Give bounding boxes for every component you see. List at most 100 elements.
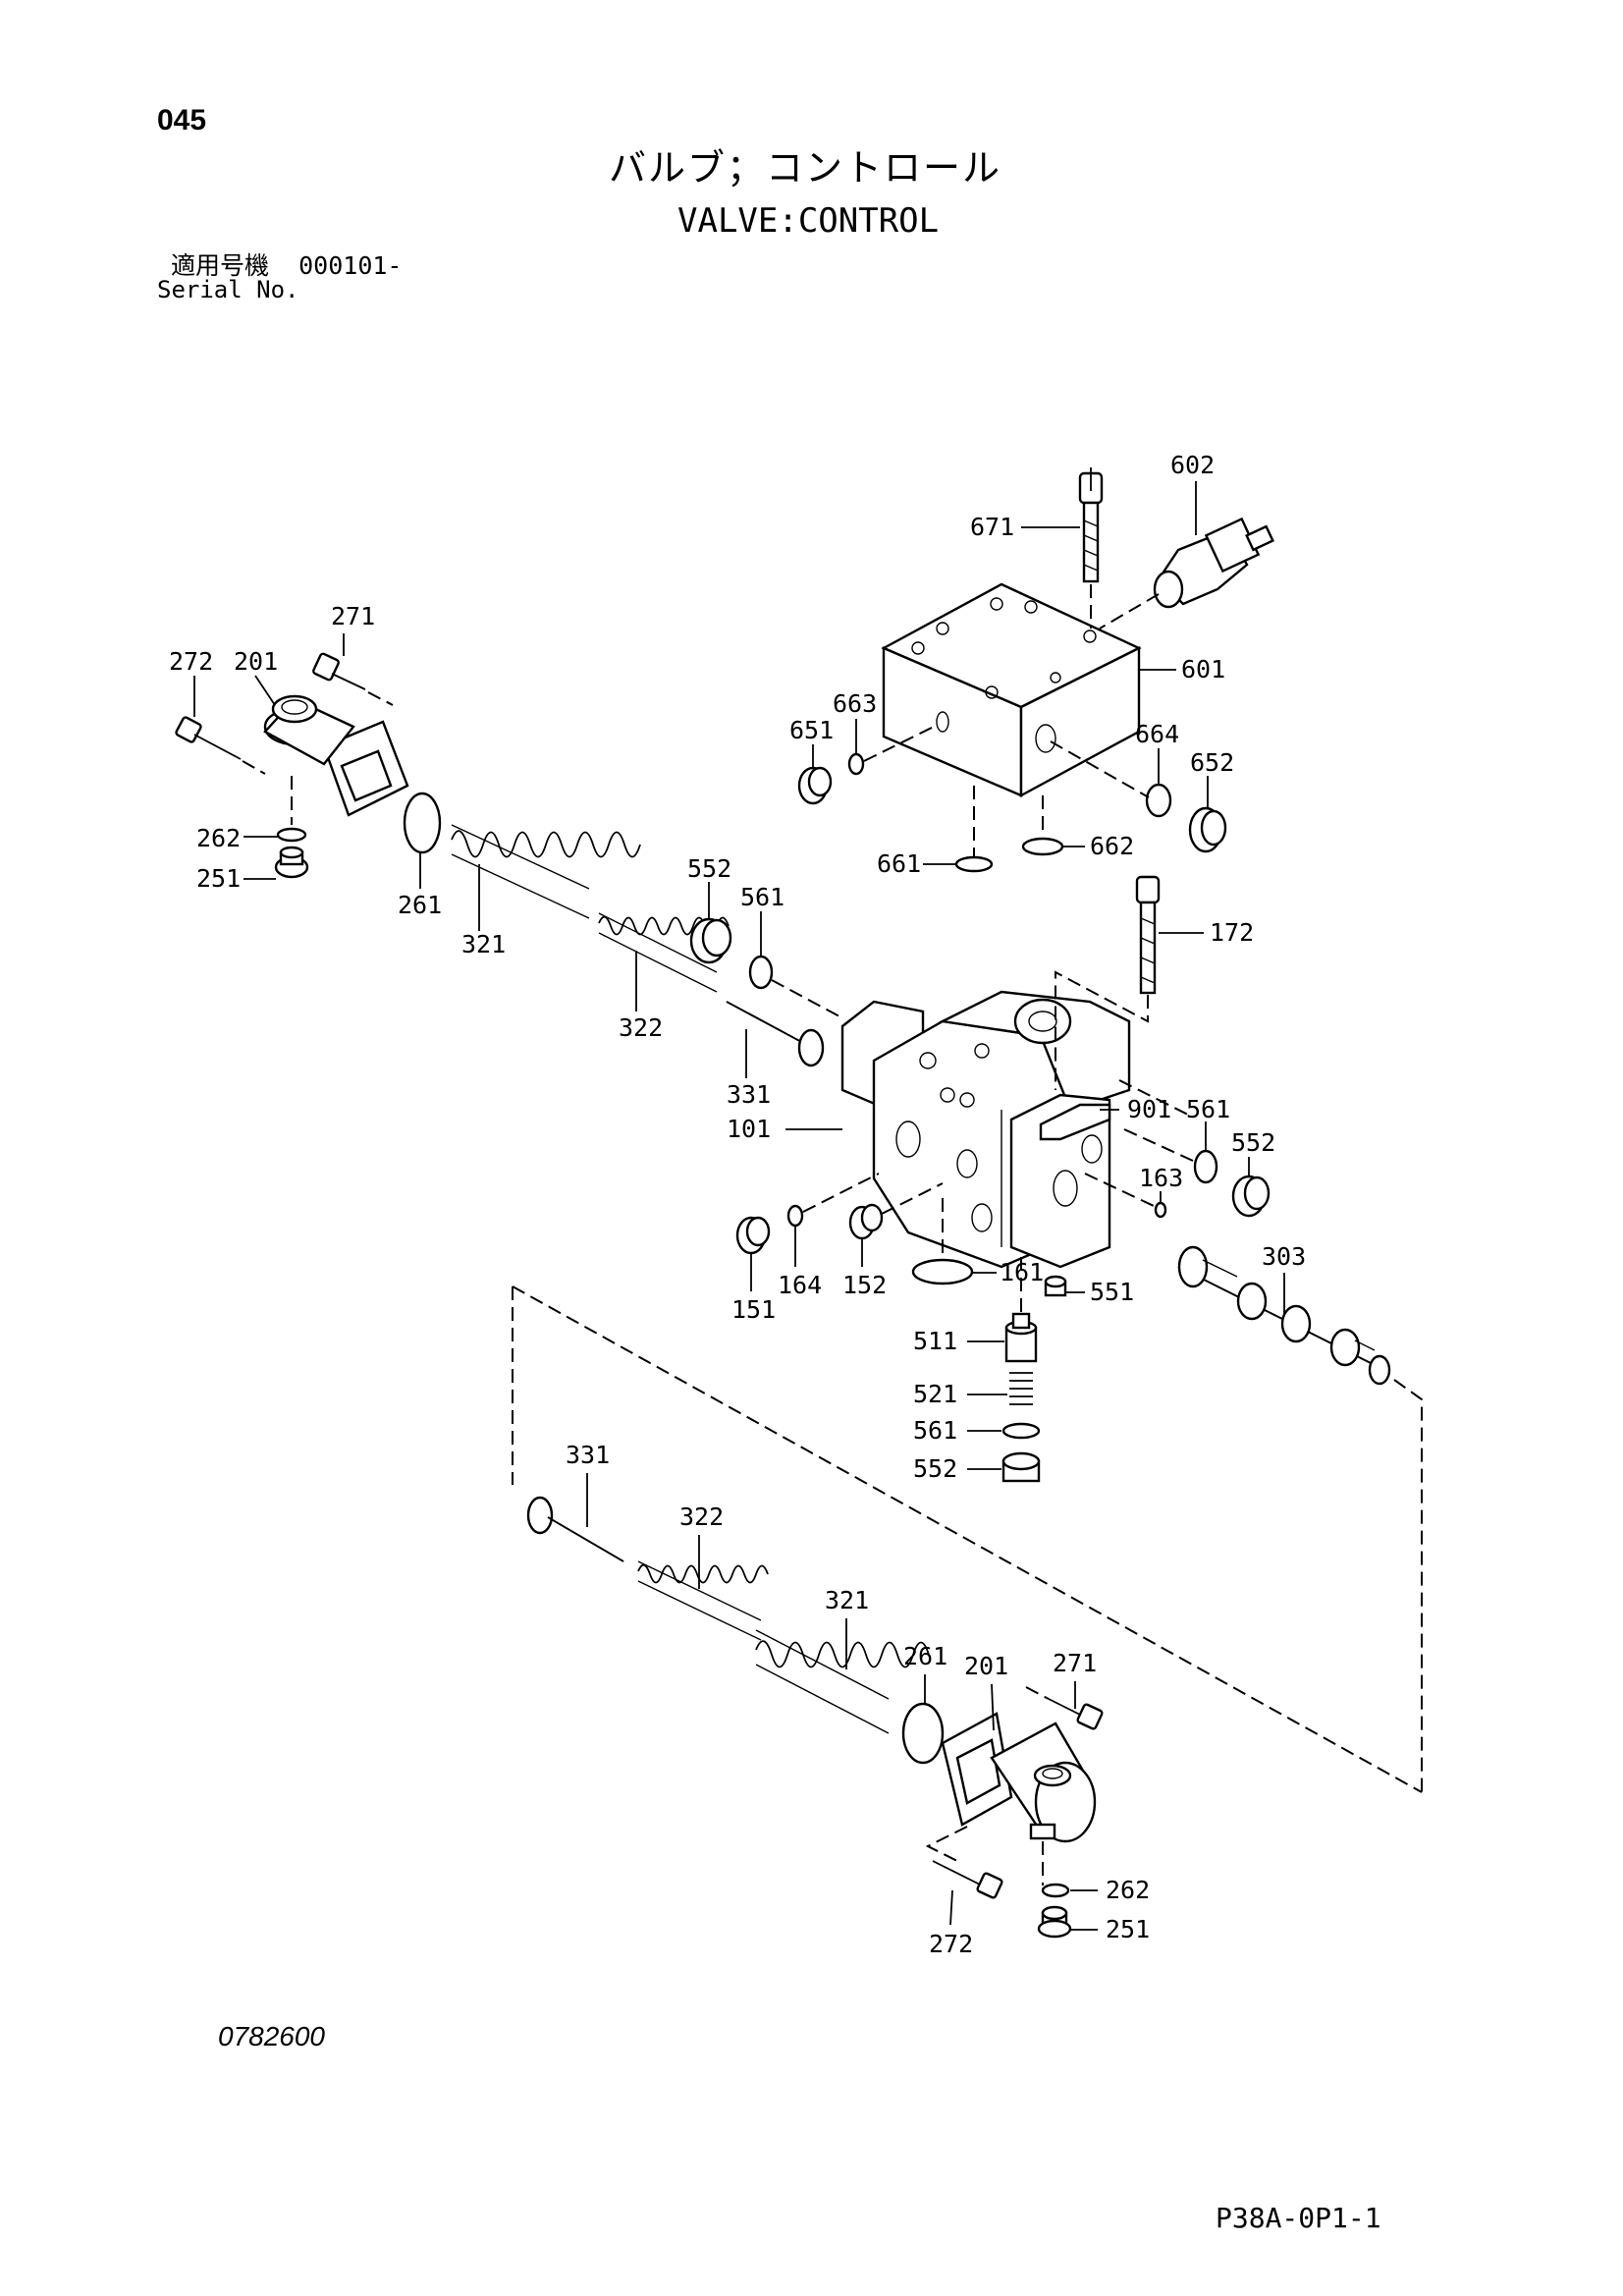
o-ring-262-upper bbox=[276, 827, 307, 843]
bolt-271-lower bbox=[1048, 1698, 1104, 1730]
callout-labels: 602 671 601 663 651 664 652 661 662 271 … bbox=[169, 451, 1306, 1958]
page-code: P38A-0P1-1 bbox=[1216, 2202, 1381, 2234]
callout-663: 663 bbox=[833, 689, 877, 718]
bolt-271-upper bbox=[312, 652, 366, 690]
bolt-172 bbox=[1135, 875, 1161, 995]
serial-label-jp: 適用号機 bbox=[171, 251, 270, 280]
callout-201-lower: 201 bbox=[964, 1652, 1008, 1680]
spring-321-lower bbox=[755, 1629, 930, 1734]
callout-561-upper: 561 bbox=[740, 883, 784, 911]
cover-201-upper bbox=[263, 694, 409, 817]
callout-251-upper: 251 bbox=[196, 864, 241, 893]
o-ring-661 bbox=[954, 855, 994, 873]
spring-521 bbox=[1009, 1372, 1033, 1405]
drawing-number: 0782600 bbox=[218, 2021, 326, 2051]
spring-321-upper bbox=[451, 824, 641, 919]
callout-551: 551 bbox=[1090, 1278, 1134, 1306]
callout-552-lower: 552 bbox=[913, 1454, 957, 1483]
o-ring-561-lower bbox=[1001, 1422, 1041, 1440]
o-ring-262-lower bbox=[1041, 1883, 1070, 1898]
callout-161: 161 bbox=[1000, 1258, 1044, 1286]
o-ring-664 bbox=[1145, 783, 1172, 818]
callout-561-right: 561 bbox=[1186, 1095, 1230, 1123]
callout-602: 602 bbox=[1170, 451, 1215, 479]
callout-272-lower: 272 bbox=[929, 1930, 973, 1958]
plug-652 bbox=[1188, 806, 1227, 853]
callout-664: 664 bbox=[1135, 720, 1179, 748]
title-english: VALVE:CONTROL bbox=[677, 201, 940, 241]
o-ring-261-lower bbox=[901, 1702, 945, 1765]
callout-262-upper: 262 bbox=[196, 824, 241, 852]
bolt-671 bbox=[1078, 471, 1104, 583]
plug-251-lower bbox=[1037, 1905, 1072, 1939]
callout-661: 661 bbox=[877, 849, 921, 878]
callout-262-lower: 262 bbox=[1106, 1876, 1150, 1904]
serial-label-en: Serial No. bbox=[157, 276, 299, 303]
callout-151: 151 bbox=[731, 1295, 776, 1324]
callout-322-upper: 322 bbox=[619, 1013, 663, 1042]
plug-552-lower bbox=[1001, 1451, 1041, 1483]
o-ring-161 bbox=[911, 1258, 974, 1285]
callout-152: 152 bbox=[842, 1271, 887, 1299]
callout-552-right: 552 bbox=[1231, 1128, 1275, 1157]
plug-151 bbox=[735, 1216, 771, 1255]
callout-261-upper: 261 bbox=[398, 891, 442, 919]
page-number: 045 bbox=[157, 104, 207, 137]
callout-652: 652 bbox=[1190, 748, 1234, 777]
callout-163: 163 bbox=[1139, 1164, 1183, 1192]
callout-164: 164 bbox=[778, 1271, 822, 1299]
title-japanese: バルブ；コントロール bbox=[609, 146, 1002, 190]
callout-901: 901 bbox=[1127, 1095, 1171, 1123]
callout-331-upper: 331 bbox=[727, 1080, 771, 1109]
callout-671: 671 bbox=[970, 513, 1014, 541]
callout-601: 601 bbox=[1181, 655, 1225, 683]
plug-251-upper bbox=[274, 846, 309, 879]
plug-552-right bbox=[1231, 1175, 1271, 1218]
callout-322-lower: 322 bbox=[679, 1503, 724, 1531]
bolt-272-upper bbox=[175, 716, 242, 760]
pin-331-lower bbox=[526, 1496, 624, 1562]
o-ring-561-upper bbox=[748, 955, 774, 990]
valve-body-101 bbox=[840, 990, 1131, 1269]
callout-552-upper: 552 bbox=[687, 854, 731, 883]
check-valve-152 bbox=[848, 1203, 884, 1240]
callout-662: 662 bbox=[1090, 832, 1134, 860]
o-ring-662 bbox=[1021, 837, 1064, 856]
callout-321-lower: 321 bbox=[825, 1586, 869, 1614]
o-ring-261-upper bbox=[403, 792, 442, 854]
callout-561-lower: 561 bbox=[913, 1416, 957, 1445]
callout-101: 101 bbox=[727, 1115, 771, 1143]
leader-lines bbox=[193, 467, 1285, 1931]
poppet-511 bbox=[1004, 1312, 1038, 1363]
plug-552-upper bbox=[689, 917, 732, 964]
serial-range: 000101- bbox=[298, 251, 403, 280]
o-ring-164 bbox=[786, 1204, 804, 1228]
pin-163 bbox=[1154, 1201, 1167, 1219]
callout-651: 651 bbox=[789, 716, 834, 744]
spring-322-lower bbox=[637, 1560, 769, 1641]
o-ring-663 bbox=[847, 752, 865, 776]
o-ring-561-right bbox=[1193, 1149, 1218, 1184]
callout-271-lower: 271 bbox=[1053, 1649, 1097, 1677]
callout-271-upper: 271 bbox=[331, 602, 375, 630]
bolt-272-lower bbox=[932, 1860, 1003, 1899]
callout-251-lower: 251 bbox=[1106, 1915, 1150, 1943]
callout-272-upper: 272 bbox=[169, 647, 213, 676]
callout-331-lower: 331 bbox=[566, 1441, 610, 1469]
plug-651 bbox=[797, 766, 833, 805]
callout-303: 303 bbox=[1262, 1242, 1306, 1271]
serial-applicability: 適用号機 000101- bbox=[171, 253, 402, 278]
callout-201-upper: 201 bbox=[234, 647, 278, 676]
callout-261-lower: 261 bbox=[903, 1642, 947, 1670]
plug-551 bbox=[1044, 1275, 1067, 1297]
callout-511: 511 bbox=[913, 1327, 957, 1355]
spool-303 bbox=[1177, 1245, 1391, 1386]
cover-201-lower bbox=[941, 1712, 1097, 1843]
callout-521: 521 bbox=[913, 1380, 957, 1408]
solenoid-block-601 bbox=[881, 582, 1142, 798]
callout-172: 172 bbox=[1210, 918, 1254, 947]
callout-321-upper: 321 bbox=[461, 930, 506, 958]
solenoid-valve-602 bbox=[1153, 517, 1274, 609]
pin-331-upper bbox=[726, 1001, 825, 1067]
